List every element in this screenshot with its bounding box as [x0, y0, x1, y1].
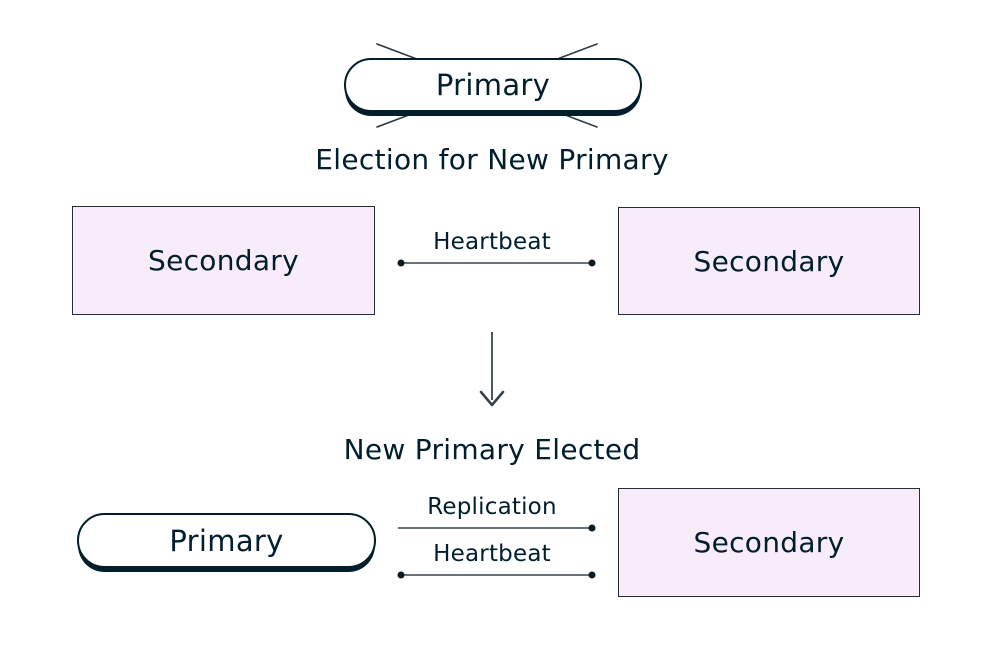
heartbeat-line-bottom — [397, 571, 596, 579]
heartbeat-label-bottom: Heartbeat — [433, 541, 551, 567]
secondary-bottom-label: Secondary — [693, 526, 845, 559]
replication-line — [398, 524, 596, 532]
new-primary-elected-title: New Primary Elected — [343, 433, 641, 466]
heartbeat-line-top — [397, 259, 596, 267]
new-primary-label: Primary — [169, 523, 284, 558]
secondary-node-left: Secondary — [72, 206, 375, 315]
failed-primary-node: Primary — [344, 58, 642, 112]
election-title: Election for New Primary — [315, 143, 669, 176]
secondary-node-right: Secondary — [618, 207, 920, 315]
arrow-down-icon — [479, 332, 505, 407]
new-primary-node: Primary — [77, 513, 376, 568]
failed-primary-label: Primary — [435, 68, 551, 102]
heartbeat-label-top: Heartbeat — [433, 229, 551, 255]
secondary-right-label: Secondary — [693, 244, 845, 278]
replication-label: Replication — [427, 494, 557, 520]
secondary-left-label: Secondary — [148, 244, 299, 277]
secondary-node-bottom: Secondary — [618, 488, 920, 597]
